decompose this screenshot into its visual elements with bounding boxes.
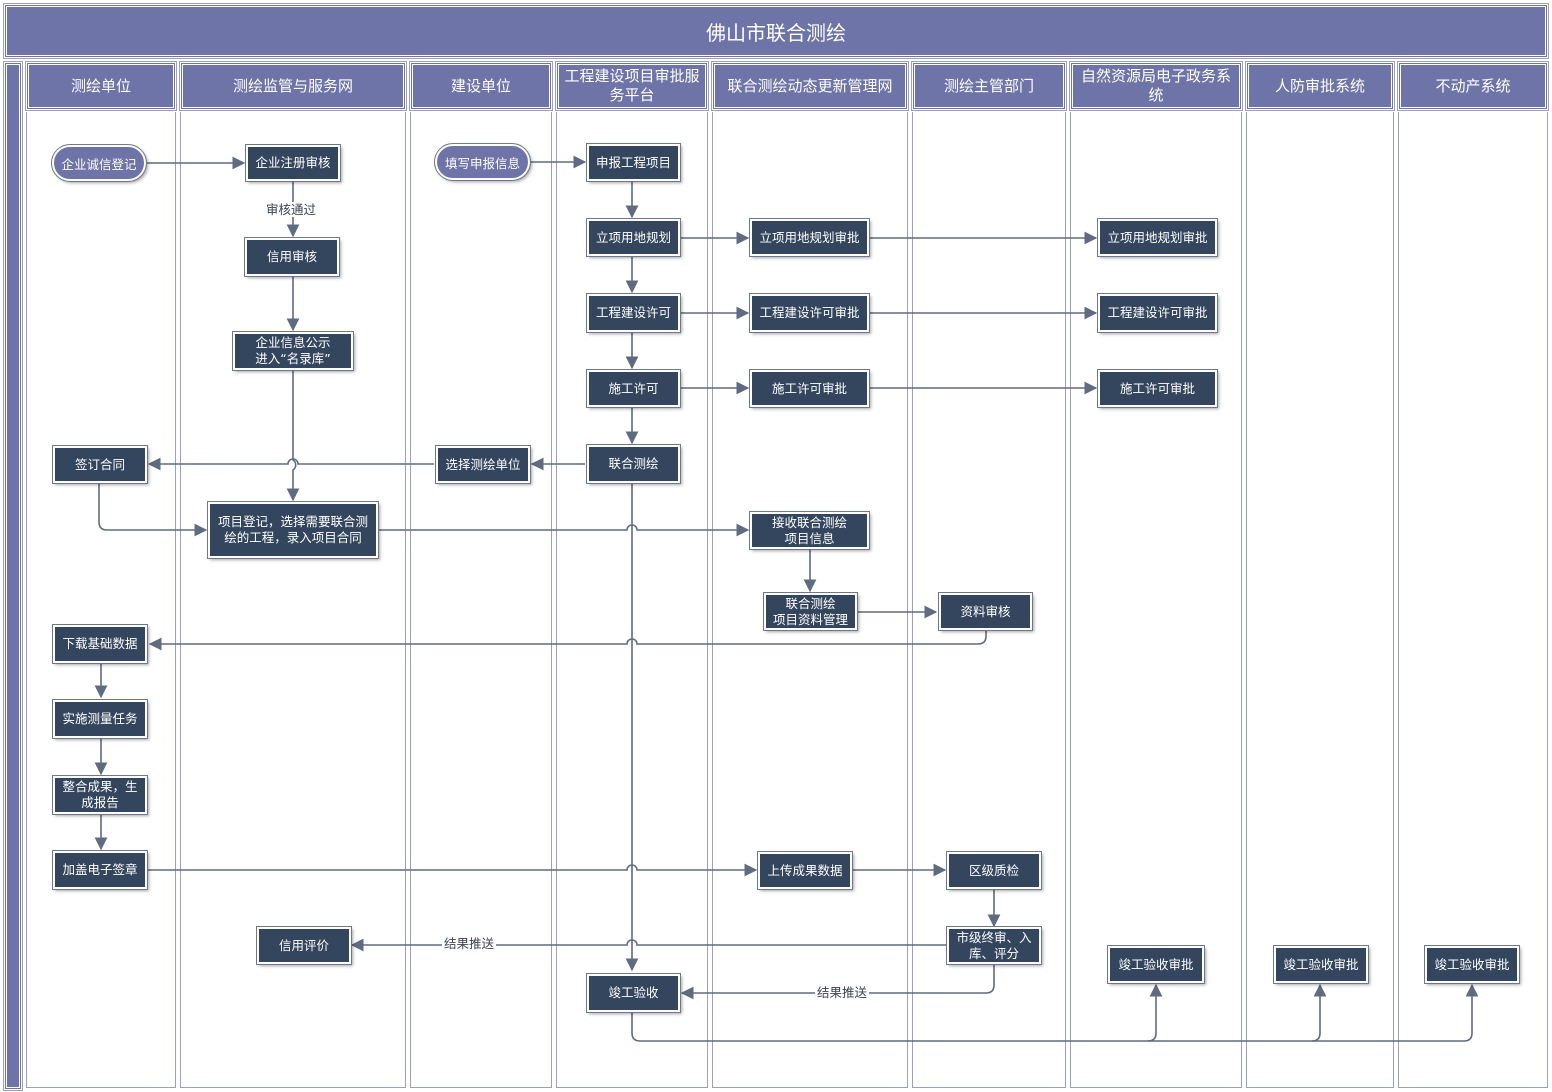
node-district-quality-check: 区级质检	[946, 851, 1042, 890]
edge-project-registration-to-receive-info	[379, 523, 750, 537]
lane-header-surveying-unit: 测绘单位	[25, 61, 177, 111]
node-project-data-management: 联合测绘 项目资料管理	[763, 592, 858, 631]
lane-header-natural-resources-system: 自然资源局电子政务系统	[1069, 61, 1243, 111]
lane-header-surveying-authority: 测绘主管部门	[911, 61, 1067, 111]
edge-publicity-to-project-registration	[286, 371, 300, 502]
lane-header-dynamic-update-network: 联合测绘动态更新管理网	[711, 61, 909, 111]
node-fill-application-info: 填写申报信息	[434, 143, 531, 181]
edge-label-result-push-credit: 结果推送	[442, 936, 497, 951]
lane-header-civil-defense-system: 人防审批系统	[1245, 61, 1395, 111]
lane-header-construction-unit: 建设单位	[409, 61, 553, 111]
lane-surveying-unit	[26, 112, 176, 1088]
node-project-land-planning: 立项用地规划	[586, 218, 681, 257]
node-nr-engineering-permit-approval: 工程建设许可审批	[1097, 293, 1218, 333]
lane-header-supervision-service-network: 测绘监管与服务网	[179, 61, 407, 111]
edge-select-unit-to-sign-contract	[147, 457, 434, 471]
lane-header-approval-service-platform: 工程建设项目审批服务平台	[555, 61, 709, 111]
lane-construction-unit	[410, 112, 552, 1088]
node-credit-evaluation: 信用评价	[256, 926, 352, 965]
node-nr-land-planning-approval: 立项用地规划审批	[1097, 218, 1218, 257]
node-joint-surveying: 联合测绘	[586, 444, 681, 484]
node-stamp-e-seal: 加盖电子签章	[52, 850, 148, 890]
node-re-completion-approval: 竣工验收审批	[1424, 945, 1520, 984]
node-city-final-review: 市级终审、入 库、评分	[946, 926, 1042, 965]
node-carry-out-survey: 实施测量任务	[52, 699, 148, 739]
node-declare-project: 申报工程项目	[586, 143, 681, 182]
edge-sign-contract-to-project-registration	[98, 484, 208, 537]
node-project-registration: 项目登记，选择需要联合测 绘的工程，录入项目合同	[207, 501, 379, 559]
node-construction-permit-approval: 施工许可审批	[749, 369, 870, 408]
lane-natural-resources-system	[1070, 112, 1242, 1088]
lane-real-estate-system	[1398, 112, 1548, 1088]
node-download-base-data: 下载基础数据	[52, 624, 148, 664]
node-enterprise-info-publicity: 企业信息公示 进入“名录库”	[232, 331, 354, 371]
node-construction-permit: 施工许可	[586, 369, 681, 408]
lane-header-real-estate-system: 不动产系统	[1397, 61, 1549, 111]
node-nr-construction-permit-approval: 施工许可审批	[1097, 369, 1218, 408]
node-enterprise-integrity-register: 企业诚信登记	[51, 144, 147, 182]
lane-civil-defense-system	[1246, 112, 1394, 1088]
edge-final-review-to-completion	[680, 965, 995, 1000]
node-sign-contract: 签订合同	[52, 445, 148, 484]
node-receive-project-info: 接收联合测绘 项目信息	[749, 511, 870, 550]
node-engineering-construction-permit: 工程建设许可	[586, 293, 681, 333]
edge-label-result-push-completion: 结果推送	[815, 985, 870, 1000]
edge-review-to-download-data	[148, 631, 987, 651]
node-land-planning-approval: 立项用地规划审批	[749, 218, 870, 257]
node-engineering-permit-approval: 工程建设许可审批	[749, 293, 870, 333]
edge-final-review-to-credit-evaluation	[350, 938, 946, 952]
node-cd-completion-approval: 竣工验收审批	[1273, 945, 1369, 984]
edge-label-review-passed: 审核通过	[264, 202, 319, 217]
node-upload-results: 上传成果数据	[757, 851, 853, 890]
node-integrate-results: 整合成果，生 成报告	[52, 775, 148, 815]
node-select-surveying-unit: 选择测绘单位	[435, 445, 531, 484]
edge-stamp-to-upload	[148, 863, 758, 877]
edge-to-nr-completion-approval	[1147, 983, 1163, 1042]
left-band	[3, 61, 23, 1091]
edge-to-cd-completion-approval	[1311, 983, 1327, 1042]
node-data-review: 资料审核	[938, 592, 1033, 631]
node-completion-acceptance: 竣工验收	[586, 973, 681, 1013]
node-enterprise-registration-review: 企业注册审核	[245, 144, 341, 182]
node-nr-completion-approval: 竣工验收审批	[1107, 945, 1205, 984]
diagram-title: 佛山市联合测绘	[3, 3, 1549, 59]
node-credit-review: 信用审核	[244, 237, 340, 277]
edge-completion-to-approvals	[631, 983, 1479, 1042]
